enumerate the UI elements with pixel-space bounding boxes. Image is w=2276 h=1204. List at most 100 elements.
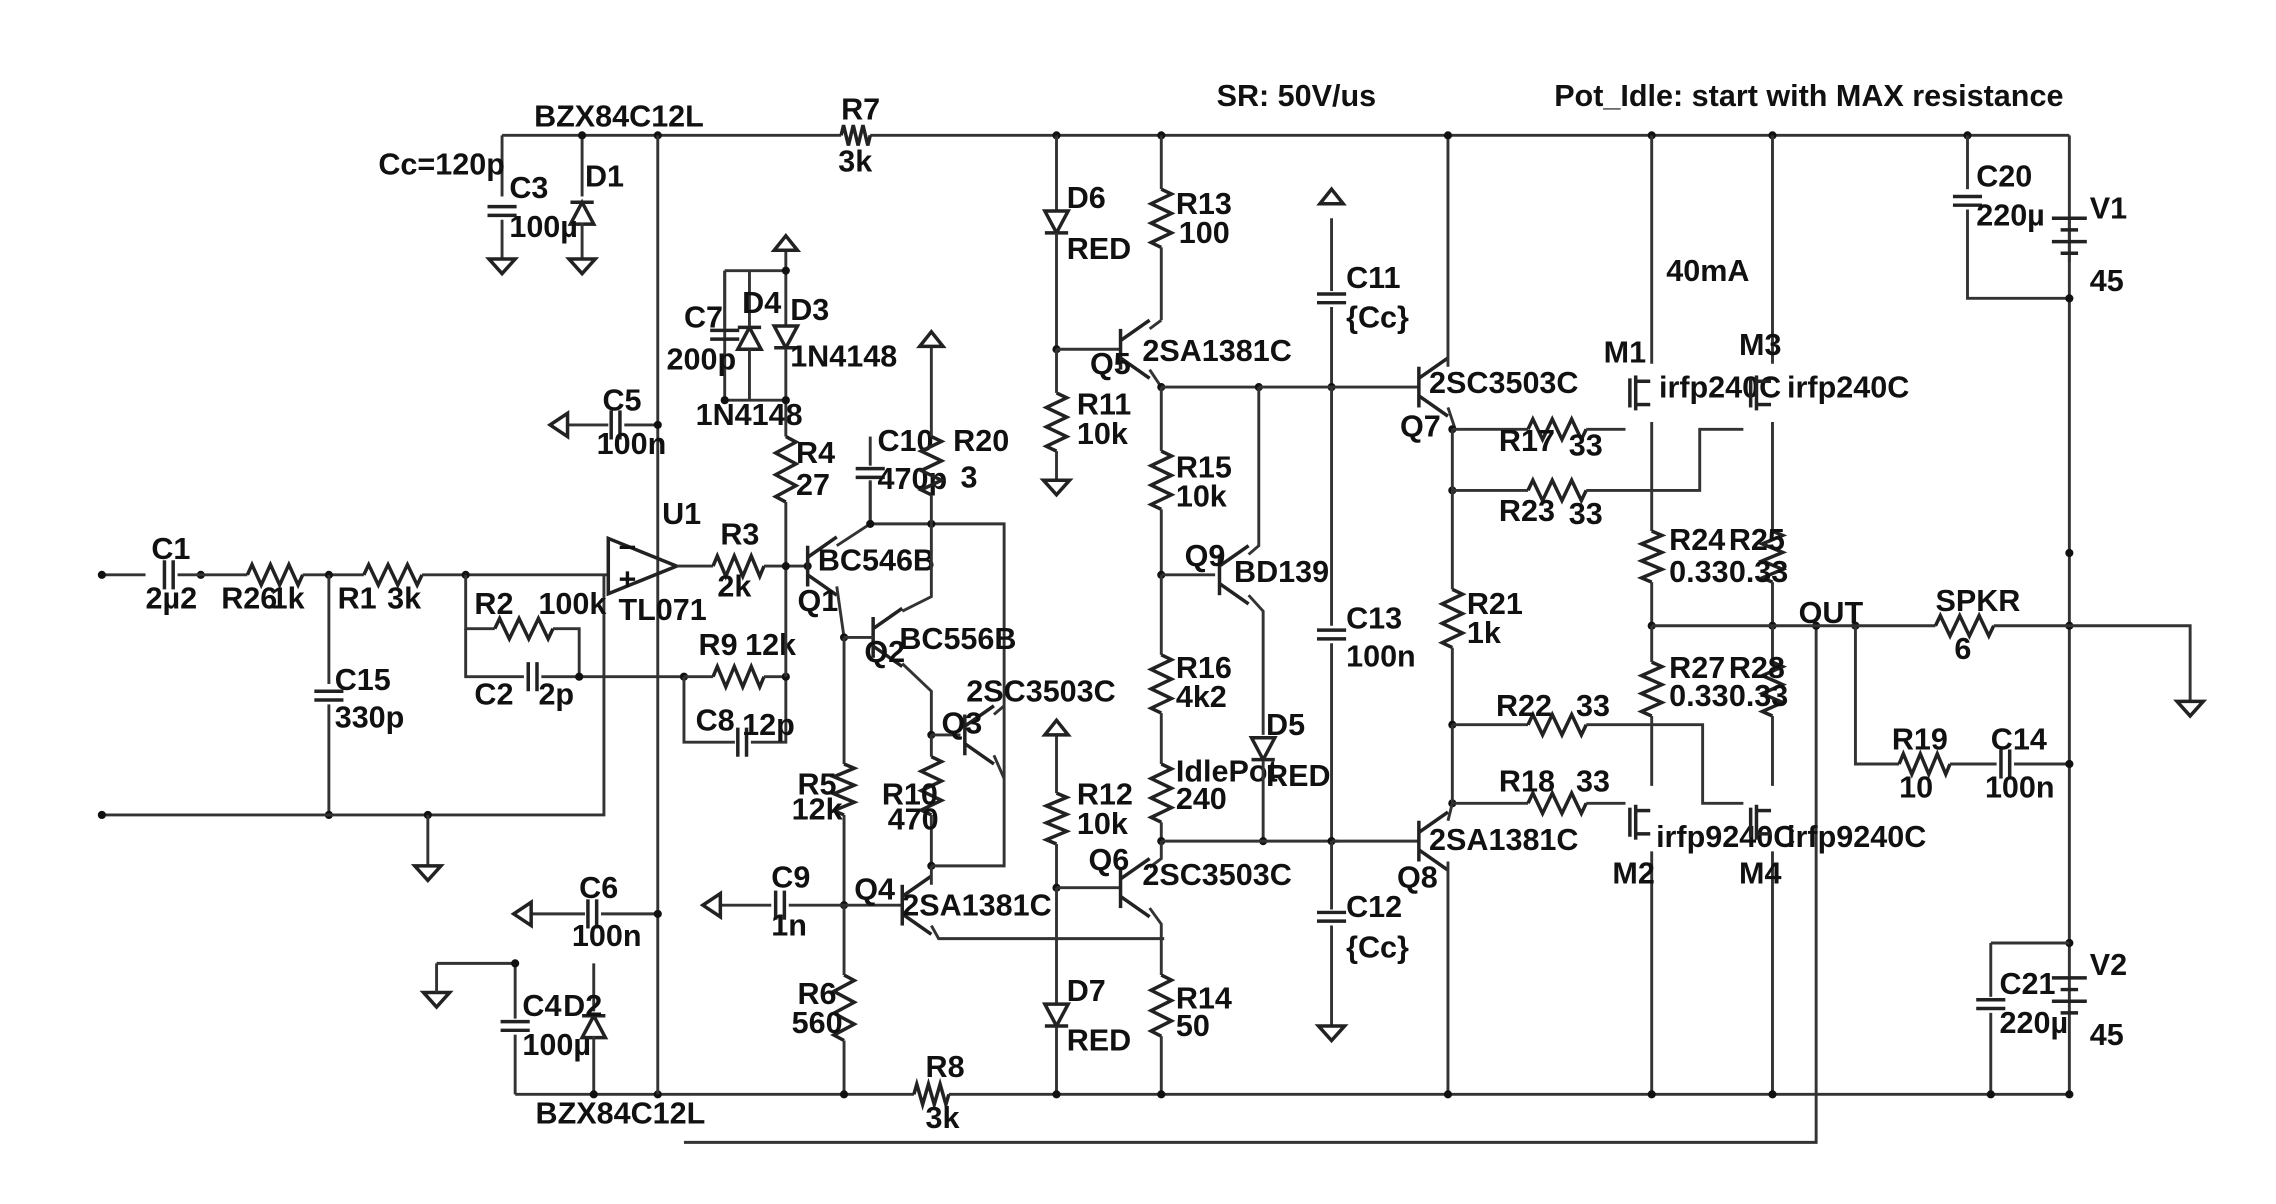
value-q8: 2SA1381C [1429,823,1578,857]
wire [101,574,606,817]
junction-dot [781,266,790,275]
wire [1993,624,2192,702]
junction-dot [578,131,587,140]
designator-r15: R15 [1176,450,1232,484]
value-v2: 45 [2090,1018,2124,1052]
wire [901,523,933,613]
junction-dot [653,420,662,430]
junction-dot [1443,131,1453,140]
transistor-q1 [806,535,838,559]
designator-r16: R16 [1176,651,1232,685]
junction-dot [1052,345,1061,354]
ground-symbol [565,257,600,277]
junction-dot [1052,1090,1061,1099]
junction-dot [1963,131,1972,140]
value-q1: BC546B [818,543,935,577]
designator-v2: V2 [2090,948,2127,982]
designator-r27: R27 [1669,651,1725,685]
wire [992,754,1006,780]
junction-dot [1157,1090,1166,1099]
value-r7: 3k [838,145,873,179]
value-d1: BZX84C12L [534,100,704,134]
value-q6: 2SC3503C [1142,858,1291,892]
resistor-r18 [1526,789,1588,818]
resistor-r15 [1147,449,1176,511]
junction-dot [1768,131,1777,140]
value-r6: 560 [792,1006,843,1040]
transistor-q2 [872,606,904,631]
designator-r11: R11 [1077,388,1131,422]
junction-dot [589,1090,598,1099]
junction-dot [653,131,662,140]
diode-d5 [1248,736,1278,764]
wire [1586,723,1744,805]
designator-c21: C21 [2000,967,2056,1001]
designator-m4: M4 [1739,856,1781,890]
transistor-q3 [963,742,995,766]
transistor-q5 [1119,356,1151,380]
resistor-r21 [1438,587,1467,650]
value-r16: 4k2 [1176,680,1227,714]
transistor-q7 [1417,394,1449,418]
designator-q7: Q7 [1400,410,1441,444]
junction-dot [1986,1090,1995,1099]
value-r11: 10k [1077,417,1129,451]
designator-u1: U1 [662,497,701,531]
junction-dot [511,959,520,968]
junction-dot [1768,1090,1777,1099]
designator-d6: D6 [1067,181,1106,215]
value-c7: 200p [667,343,737,377]
designator-q5: Q5 [1090,347,1131,381]
designator-r12: R12 [1077,778,1133,812]
value-c14: 100n [1985,770,2055,804]
value-c6: 100n [572,919,642,953]
designator-c2: C2 [474,677,513,711]
value-c9: 1n [771,909,807,943]
resistor-r16 [1147,653,1176,715]
junction-dot [97,570,106,579]
resistor-r22 [1526,710,1588,739]
junction-dot [839,1090,849,1099]
value-c1: 2µ2 [146,581,198,615]
transistor-q4 [901,874,933,898]
junction-dot [1052,131,1061,140]
value-r1: 3k [387,581,422,615]
designator-c13: C13 [1346,602,1402,636]
ground-symbol [1041,717,1072,737]
designator-r5: R5 [797,768,836,802]
transistor-q3 [963,704,995,728]
ground-symbol [485,257,520,277]
resistor-r7 [839,124,872,146]
value-r9: 12k [745,628,797,662]
resistor-r13 [1147,187,1176,249]
value-m1: irfp240C [1659,370,1781,404]
value-r10: 470 [888,802,939,836]
designator-r6: R6 [797,977,836,1011]
designator-c3: C3 [509,171,548,205]
wire [992,704,1006,716]
opamp-plus: + [618,562,636,596]
value-v1: 45 [2090,264,2124,298]
resistor-r27 [1637,660,1667,718]
value-d6: RED [1067,232,1132,266]
designator-r4: R4 [796,436,835,470]
value-r21: 1k [1467,616,1502,650]
designator-r24: R24 [1669,523,1725,557]
resistor-r10 [917,755,946,817]
value-c13: 100n [1346,640,1416,674]
value-c8: 12p [742,708,795,742]
value-d5: RED [1266,759,1331,793]
designator-v1: V1 [2090,191,2127,225]
wire [931,778,1006,868]
ground-symbol [770,232,802,253]
value-r27: 0.33 [1669,679,1728,713]
wire [552,627,581,677]
designator-c9: C9 [771,861,810,895]
value-d7: RED [1067,1024,1132,1058]
designator-c4: C4 [522,989,561,1023]
ground-symbol [1039,478,1074,498]
designator-r2: R2 [474,587,513,621]
transistor-q2 [872,644,904,668]
designator-c7: C7 [684,300,723,334]
transistor-q6 [1119,857,1151,881]
